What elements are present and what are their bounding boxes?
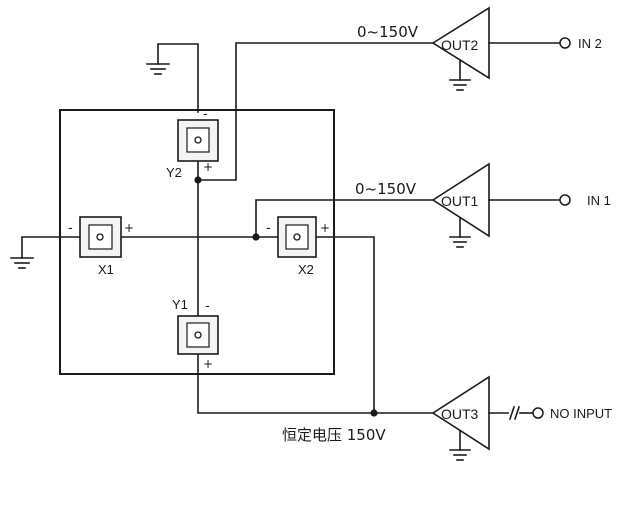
piezo-x2-minus: - [266,221,271,236]
piezo-y1-label: Y1 [172,297,188,312]
amplifier-out1-voltage: 0~150V [355,180,417,198]
piezo-x1-minus: - [68,221,73,236]
piezo-x1-label: X1 [98,262,114,277]
piezo-y1: Y1 - + [172,297,219,371]
wire-out3-y1 [197,353,434,414]
input-label-in2: IN 2 [578,36,602,51]
piezo-y1-minus: - [205,299,210,314]
piezo-x1: - + X1 [68,216,134,277]
input-label-in1: IN 1 [587,193,611,208]
piezo-x2: - + X2 [266,216,330,277]
piezo-y1-plus: + [203,357,213,371]
input-terminal-in2[interactable] [559,37,571,49]
amplifier-out3-voltage: 恒定电压 150V [282,426,386,444]
input-label-no-input: NO INPUT [550,406,612,421]
piezo-y2: - + Y2 [166,107,219,180]
ground-icon [146,43,199,113]
scanner-frame [59,109,335,375]
amplifier-out1: OUT1 0~150V IN 1 [355,162,611,248]
junction-dot [252,233,260,241]
amplifier-out3-label: OUT3 [441,406,479,422]
input-terminal-no-input [532,407,544,419]
wire-out2 [197,42,434,181]
amplifier-out2-voltage: 0~150V [357,23,419,41]
wire-out3-x2 [315,236,375,414]
piezo-y2-minus: - [203,107,208,122]
amplifier-out2-label: OUT2 [441,37,479,53]
junction-dot [370,409,378,417]
piezo-y2-label: Y2 [166,165,182,180]
junction-dot [194,176,202,184]
input-terminal-in1[interactable] [559,194,571,206]
amplifier-out2: OUT2 0~150V IN 2 [357,6,602,91]
ground-icon [10,236,81,269]
amplifier-out1-label: OUT1 [441,193,479,209]
piezo-x2-plus: + [320,221,330,235]
piezo-y2-plus: + [203,160,213,174]
piezo-x2-label: X2 [298,262,314,277]
wire-out1 [255,199,434,238]
amplifier-out3: OUT3 恒定电压 150V NO INPUT [282,375,612,461]
piezo-x1-plus: + [124,221,134,235]
break-icon [508,405,521,421]
